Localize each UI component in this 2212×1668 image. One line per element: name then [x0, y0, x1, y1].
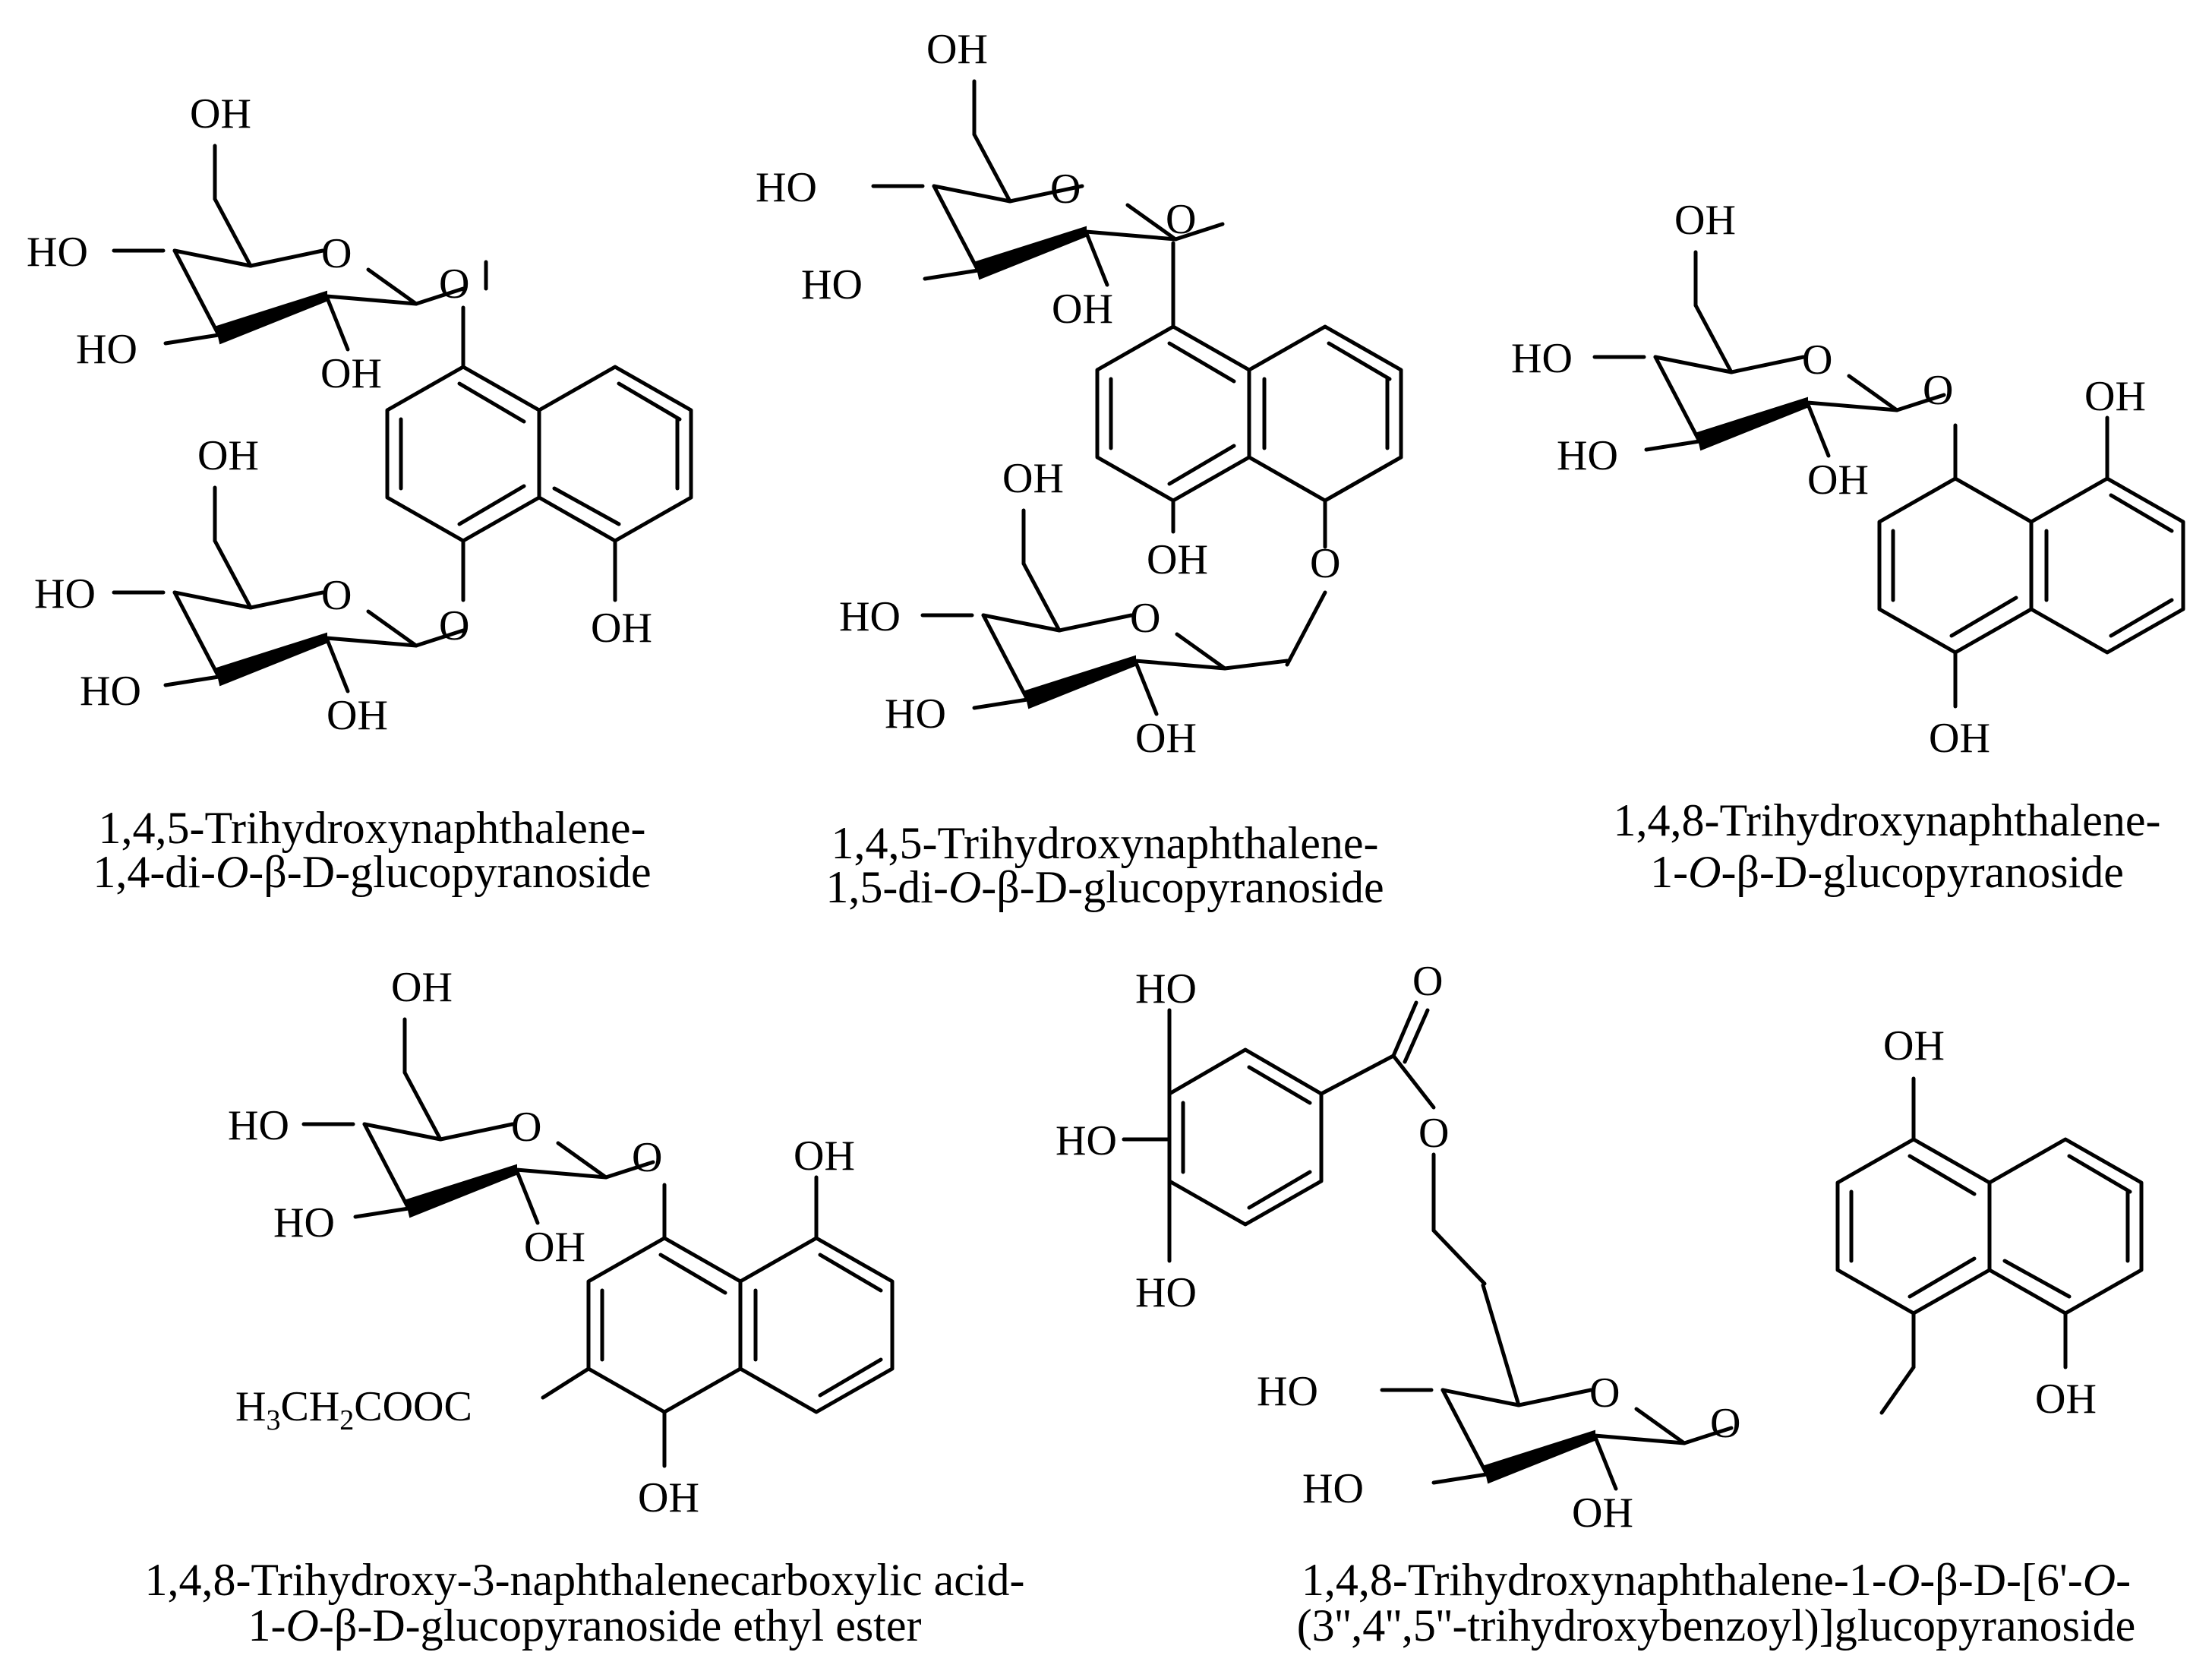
- oh-6: OH: [197, 432, 259, 479]
- oh-8: OH: [794, 1133, 855, 1180]
- compound-2: HO OH O HO OH O HO OH O HO OH: [756, 26, 1403, 912]
- ho-3: HO: [80, 668, 141, 715]
- oh-6: OH: [926, 26, 988, 73]
- caption-1: 1,4,5-Trihydroxynaphthalene-: [99, 803, 646, 853]
- ring-o: O: [321, 230, 352, 277]
- oh-2: OH: [524, 1224, 585, 1271]
- ho-3: HO: [885, 690, 946, 738]
- ring-o: O: [321, 572, 352, 619]
- bridging-o: O: [1310, 540, 1340, 587]
- ester-o: O: [1418, 1110, 1449, 1157]
- oh-6: OH: [1002, 455, 1064, 502]
- ring-o: O: [1050, 166, 1081, 213]
- ho-4: HO: [228, 1102, 289, 1149]
- carbonyl-o: O: [1412, 958, 1443, 1005]
- caption-4: 1,4,8-Trihydroxy-3-naphthalenecarboxylic…: [144, 1555, 1024, 1605]
- oh-2: OH: [1135, 715, 1197, 762]
- ho-4: HO: [1511, 335, 1573, 382]
- oh-6: OH: [1674, 197, 1736, 244]
- oh-2: OH: [1807, 456, 1869, 504]
- ring-o: O: [511, 1104, 541, 1151]
- caption-2-line2: 1,5-di-O-β-D-glucopyranoside: [825, 862, 1384, 912]
- ho-4: HO: [839, 593, 901, 640]
- galloyl-ring: HO HO HO O O: [1056, 958, 1487, 1316]
- ho-4: HO: [1257, 1368, 1318, 1415]
- ring-o: O: [1589, 1369, 1620, 1417]
- ho-4: HO: [27, 229, 88, 276]
- compound-3: HO OH O HO OH O OH OH 1,4,8-Trihydroxyna…: [1511, 197, 2185, 897]
- glucose-4: HO OH O HO OH O: [228, 964, 662, 1271]
- ho-4: HO: [34, 570, 96, 618]
- oh-2: OH: [327, 692, 388, 739]
- oh-2: OH: [1572, 1490, 1633, 1537]
- naphthalene-4: OH OH H3CH2COOC: [235, 1133, 895, 1521]
- oh-6: OH: [391, 964, 453, 1011]
- oh-8: OH: [2035, 1376, 2097, 1423]
- glycosidic-o: O: [1923, 367, 1953, 414]
- glycosidic-o: O: [632, 1134, 662, 1181]
- caption-5: 1,4,8-Trihydroxynaphthalene-1-O-β-D-[6'-…: [1302, 1555, 2131, 1605]
- ethyl-ester-group: H3CH2COOC: [235, 1383, 472, 1436]
- oh-4: OH: [638, 1474, 699, 1521]
- ho-3: HO: [273, 1199, 335, 1246]
- ho-5pp: HO: [1135, 1269, 1197, 1316]
- ho-4: HO: [756, 164, 817, 211]
- naphthalene-3: OH OH: [1877, 373, 2185, 762]
- ho-3: HO: [801, 261, 863, 308]
- caption-3-line2: 1-O-β-D-glucopyranoside: [1650, 847, 2124, 897]
- oh-2: OH: [320, 350, 382, 397]
- glucose-3: HO OH O HO OH O: [1511, 197, 1953, 504]
- caption-4-line2: 1-O-β-D-glucopyranoside ethyl ester: [248, 1600, 922, 1651]
- ring-o: O: [1802, 336, 1832, 384]
- ho-3pp: HO: [1135, 965, 1197, 1012]
- glucose-5: HO O HO OH O: [1257, 1283, 1740, 1537]
- ring-o: O: [1130, 595, 1160, 642]
- glycosidic-o: O: [1710, 1400, 1740, 1447]
- naphthalene-1: OH: [385, 305, 693, 652]
- oh-4: OH: [1883, 1022, 1945, 1069]
- caption-3: 1,4,8-Trihydroxynaphthalene-: [1614, 795, 2161, 845]
- ho-3: HO: [1557, 432, 1618, 479]
- glucose-1a: HO OH O HO OH O: [27, 90, 488, 397]
- glucose-2a: HO OH O HO OH O: [756, 26, 1225, 333]
- ho-4pp: HO: [1056, 1117, 1117, 1164]
- oh-4: OH: [1929, 715, 1990, 762]
- compound-1: HO OH O HO OH O HO OH O HO OH O: [27, 90, 693, 897]
- oh-2: OH: [1052, 286, 1113, 333]
- naphthalene-2: OH O: [1095, 241, 1403, 667]
- oh-4: OH: [1147, 536, 1208, 583]
- glycosidic-o: O: [439, 602, 469, 649]
- ho-3: HO: [76, 326, 137, 373]
- glycosidic-o: O: [439, 261, 469, 308]
- oh-6: OH: [190, 90, 251, 137]
- caption-2: 1,4,5-Trihydroxynaphthalene-: [831, 818, 1379, 868]
- compound-4: HO OH O HO OH O OH OH H3CH2COOC 1,4,8-Tr…: [144, 964, 1024, 1651]
- caption-1-line2: 1,4-di-O-β-D-glucopyranoside: [93, 847, 651, 897]
- ho-3: HO: [1302, 1465, 1364, 1512]
- caption-5-line2: (3'',4'',5''-trihydroxybenzoyl)]glucopyr…: [1297, 1600, 2136, 1651]
- oh-8: OH: [2084, 373, 2146, 420]
- compound-5: HO HO HO O O HO O HO OH O: [1056, 958, 2144, 1651]
- naphthalene-5: OH OH: [1835, 1022, 2144, 1423]
- oh-5: OH: [591, 605, 652, 652]
- glucose-2b: HO OH O HO OH: [839, 455, 1289, 762]
- glycosidic-o: O: [1166, 196, 1196, 243]
- glucose-1b: HO OH O HO OH O: [34, 432, 469, 739]
